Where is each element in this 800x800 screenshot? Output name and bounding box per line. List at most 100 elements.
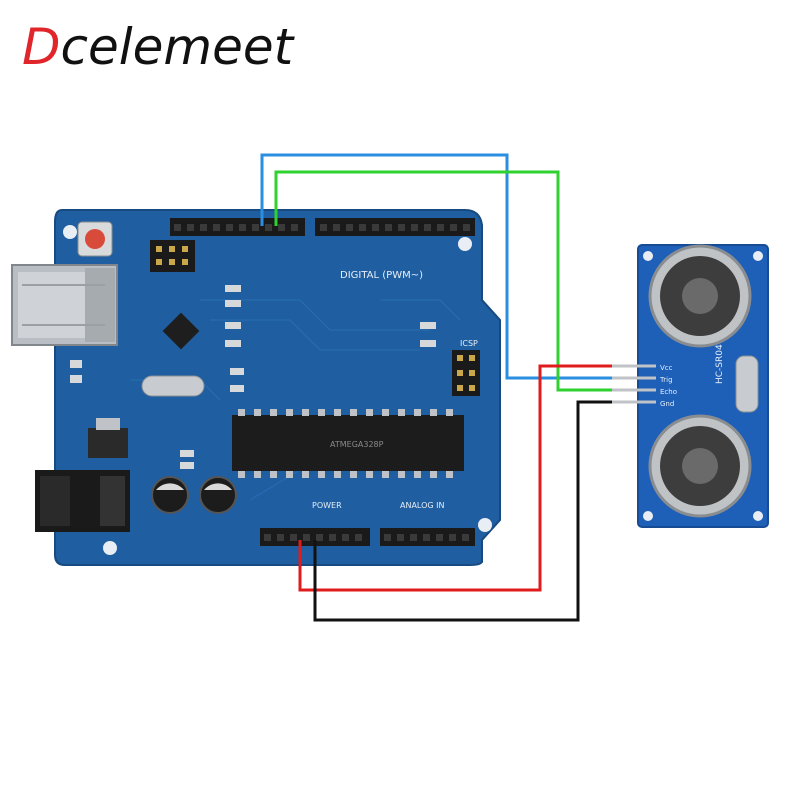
pin-socket bbox=[342, 534, 349, 541]
brand-rest: celemeet bbox=[61, 18, 296, 76]
pin-socket bbox=[423, 534, 430, 541]
pin-socket bbox=[414, 471, 421, 478]
ultrasonic-sensor: HC-SR04 Vcc Trig Echo Gnd bbox=[612, 244, 769, 528]
pin-socket bbox=[446, 471, 453, 478]
mount-hole bbox=[478, 518, 492, 532]
pin-socket bbox=[302, 409, 309, 416]
icsp-header-small bbox=[150, 240, 195, 272]
pin-socket bbox=[398, 409, 405, 416]
pin-socket bbox=[398, 224, 405, 231]
pin-socket bbox=[303, 534, 310, 541]
wire-red-vcc bbox=[298, 364, 612, 592]
pin-socket bbox=[291, 224, 298, 231]
pin-label-gnd: Gnd bbox=[660, 400, 674, 408]
power-label: POWER bbox=[312, 501, 342, 510]
pin-socket bbox=[382, 409, 389, 416]
pin-socket bbox=[252, 224, 259, 231]
pin-socket bbox=[350, 471, 357, 478]
pin-socket bbox=[174, 224, 181, 231]
pin-socket bbox=[187, 224, 194, 231]
pin-socket bbox=[254, 471, 261, 478]
digital-header bbox=[170, 218, 475, 236]
pin-socket bbox=[366, 409, 373, 416]
pin-socket bbox=[450, 224, 457, 231]
voltage-regulator bbox=[88, 418, 128, 458]
pin-socket bbox=[213, 224, 220, 231]
sensor-crystal bbox=[735, 355, 759, 413]
capacitor bbox=[151, 476, 189, 514]
pin-socket bbox=[318, 409, 325, 416]
pin-socket bbox=[385, 224, 392, 231]
arduino-uno-board: DIGITAL (PWM~) ICSP ATMEGA328P POWER ANA… bbox=[11, 209, 501, 566]
mount-hole bbox=[103, 541, 117, 555]
crystal-oscillator bbox=[141, 375, 205, 397]
pin-socket bbox=[410, 534, 417, 541]
pin-socket bbox=[462, 534, 469, 541]
pin-socket bbox=[265, 224, 272, 231]
pin-socket bbox=[350, 409, 357, 416]
smd-components bbox=[70, 285, 436, 469]
pin-socket bbox=[286, 471, 293, 478]
pin-socket bbox=[346, 224, 353, 231]
mount-hole bbox=[458, 237, 472, 251]
pin-socket bbox=[286, 409, 293, 416]
wire-black-gnd bbox=[313, 400, 612, 622]
mount-hole bbox=[63, 225, 77, 239]
pin-socket bbox=[277, 534, 284, 541]
pin-label-vcc: Vcc bbox=[660, 364, 673, 372]
pin-socket bbox=[333, 224, 340, 231]
brand-logo: Dcelemeet bbox=[22, 18, 296, 76]
pin-socket bbox=[424, 224, 431, 231]
pin-socket bbox=[334, 409, 341, 416]
pin-socket bbox=[397, 534, 404, 541]
icsp-header bbox=[452, 350, 480, 396]
chip-label: ATMEGA328P bbox=[330, 440, 384, 449]
pin-label-echo: Echo bbox=[660, 388, 677, 396]
transducer-top bbox=[648, 244, 752, 348]
transducer-bottom bbox=[648, 414, 752, 518]
pin-socket bbox=[238, 471, 245, 478]
pin-socket bbox=[290, 534, 297, 541]
pin-socket bbox=[329, 534, 336, 541]
usb-controller-chip bbox=[162, 312, 200, 350]
capacitor bbox=[199, 476, 237, 514]
pin-socket bbox=[239, 224, 246, 231]
pin-socket bbox=[382, 471, 389, 478]
pin-socket bbox=[254, 409, 261, 416]
pin-socket bbox=[398, 471, 405, 478]
pin-socket bbox=[411, 224, 418, 231]
pin-socket bbox=[436, 534, 443, 541]
pin-socket bbox=[320, 224, 327, 231]
pin-socket bbox=[302, 471, 309, 478]
pin-socket bbox=[430, 409, 437, 416]
pin-socket bbox=[355, 534, 362, 541]
pin-socket bbox=[318, 471, 325, 478]
pin-socket bbox=[226, 224, 233, 231]
pin-socket bbox=[372, 224, 379, 231]
pin-socket bbox=[278, 224, 285, 231]
pin-socket bbox=[270, 409, 277, 416]
pin-socket bbox=[449, 534, 456, 541]
sensor-pins bbox=[612, 364, 656, 404]
pin-socket bbox=[264, 534, 271, 541]
pin-socket bbox=[238, 409, 245, 416]
pin-label-trig: Trig bbox=[659, 376, 673, 384]
pin-socket bbox=[200, 224, 207, 231]
usb-connector bbox=[11, 264, 118, 346]
dc-power-jack bbox=[35, 470, 130, 532]
pin-socket bbox=[316, 534, 323, 541]
pin-socket bbox=[359, 224, 366, 231]
pin-socket bbox=[384, 534, 391, 541]
atmega-chip bbox=[232, 409, 464, 478]
sensor-model-label: HC-SR04 bbox=[715, 344, 725, 384]
pin-socket bbox=[437, 224, 444, 231]
pin-socket bbox=[334, 471, 341, 478]
pin-socket bbox=[270, 471, 277, 478]
brand-first-letter: D bbox=[22, 18, 61, 76]
wire-blue-echo bbox=[260, 153, 612, 380]
pin-socket bbox=[446, 409, 453, 416]
pin-socket bbox=[463, 224, 470, 231]
pin-socket bbox=[414, 409, 421, 416]
power-header bbox=[260, 528, 475, 546]
